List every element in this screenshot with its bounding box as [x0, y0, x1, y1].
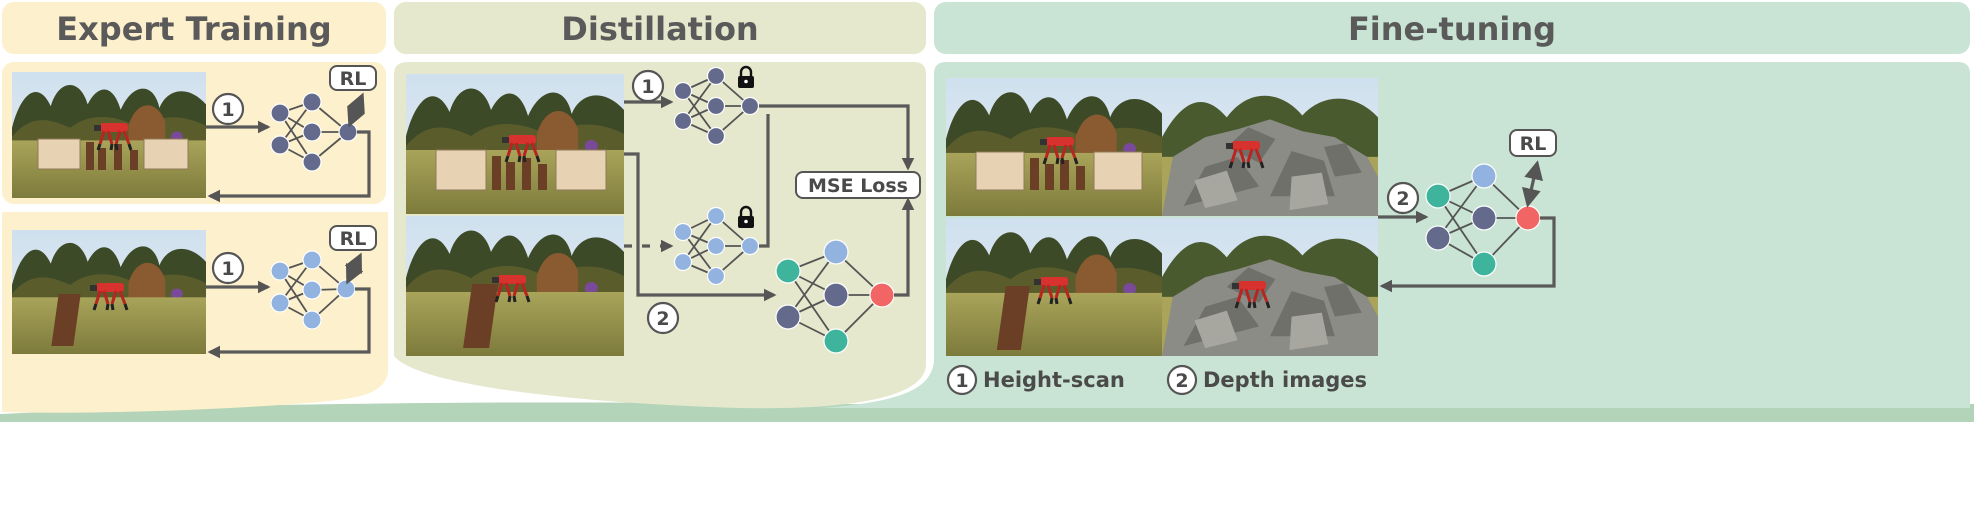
badge-number: 1 — [221, 258, 234, 280]
rl-label-finetune: RL — [1509, 129, 1557, 208]
distill-header-bg — [394, 2, 926, 54]
node — [338, 122, 358, 142]
node — [1515, 205, 1541, 231]
node — [673, 81, 693, 101]
node — [1425, 183, 1451, 209]
network-edges — [279, 75, 1529, 342]
node — [1471, 205, 1497, 231]
node — [270, 293, 290, 313]
robot-scene-image-expert-2 — [12, 230, 206, 354]
node — [869, 282, 895, 308]
legend-number-2: 2 — [1175, 370, 1188, 392]
robot-scene-image-distill-1 — [406, 74, 624, 214]
node — [302, 250, 322, 270]
flow-arrows — [206, 95, 1556, 359]
rl-label-expert-2: RL — [329, 225, 377, 285]
node — [823, 239, 849, 265]
node — [823, 328, 849, 354]
node — [740, 96, 760, 116]
distillation-title: Distillation — [561, 10, 758, 48]
expert-training-title: Expert Training — [56, 10, 331, 48]
rl-label-expert-1: RL — [329, 65, 377, 128]
network-expert-2 — [270, 250, 356, 330]
node — [302, 92, 322, 112]
node — [706, 206, 726, 226]
node — [775, 258, 801, 284]
node — [740, 236, 760, 256]
node — [823, 282, 849, 308]
rl-text: RL — [1520, 133, 1547, 155]
legend: 1 Height-scan 2 Depth images — [946, 364, 1367, 396]
rl-text: RL — [340, 228, 367, 250]
network-expert-1 — [270, 92, 358, 172]
badge-number: 2 — [656, 308, 669, 330]
mse-loss-text: MSE Loss — [808, 175, 908, 197]
node — [270, 135, 290, 155]
network-distill-student — [775, 239, 895, 354]
node — [302, 122, 322, 142]
badge-number: 2 — [1396, 188, 1409, 210]
finetune-header-bg — [934, 2, 1970, 54]
network-distill-teacher-1 — [673, 66, 760, 146]
node — [270, 261, 290, 281]
badge-height-scan-distill: 1 — [631, 69, 665, 103]
badge-depth-distill: 2 — [646, 301, 680, 335]
badge-height-scan-expert-2: 1 — [211, 251, 245, 285]
node — [706, 236, 726, 256]
node — [1471, 163, 1497, 189]
node — [270, 103, 290, 123]
node — [302, 152, 322, 172]
network-finetune-student — [1425, 163, 1541, 277]
robot-scene-image-finetune-4 — [1162, 218, 1378, 356]
node — [775, 304, 801, 330]
node — [706, 66, 726, 86]
robot-scene-image-distill-2 — [406, 216, 624, 356]
robot-scene-image-finetune-2 — [1162, 78, 1378, 216]
node — [302, 310, 322, 330]
mse-loss-box: MSE Loss — [795, 171, 921, 199]
fine-tuning-title: Fine-tuning — [1348, 10, 1556, 48]
legend-number-1: 1 — [955, 370, 968, 392]
robot-scene-image-finetune-3 — [946, 218, 1162, 356]
badge-number: 1 — [641, 76, 654, 98]
robot-scene-image-expert-1 — [12, 72, 206, 198]
node — [706, 266, 726, 286]
node — [1471, 251, 1497, 277]
expert-header-bg — [2, 2, 386, 54]
node — [673, 111, 693, 131]
badge-height-scan-expert-1: 1 — [211, 92, 245, 126]
node — [336, 279, 356, 299]
node — [706, 126, 726, 146]
rl-text: RL — [340, 68, 367, 90]
node — [673, 252, 693, 272]
node — [673, 222, 693, 242]
badge-depth-finetune: 2 — [1386, 181, 1420, 215]
node — [302, 280, 322, 300]
node — [706, 96, 726, 116]
legend-height-scan: Height-scan — [983, 368, 1125, 392]
badge-number: 1 — [221, 99, 234, 121]
node — [1425, 225, 1451, 251]
legend-depth-images: Depth images — [1203, 368, 1367, 392]
robot-scene-image-finetune-1 — [946, 78, 1162, 216]
